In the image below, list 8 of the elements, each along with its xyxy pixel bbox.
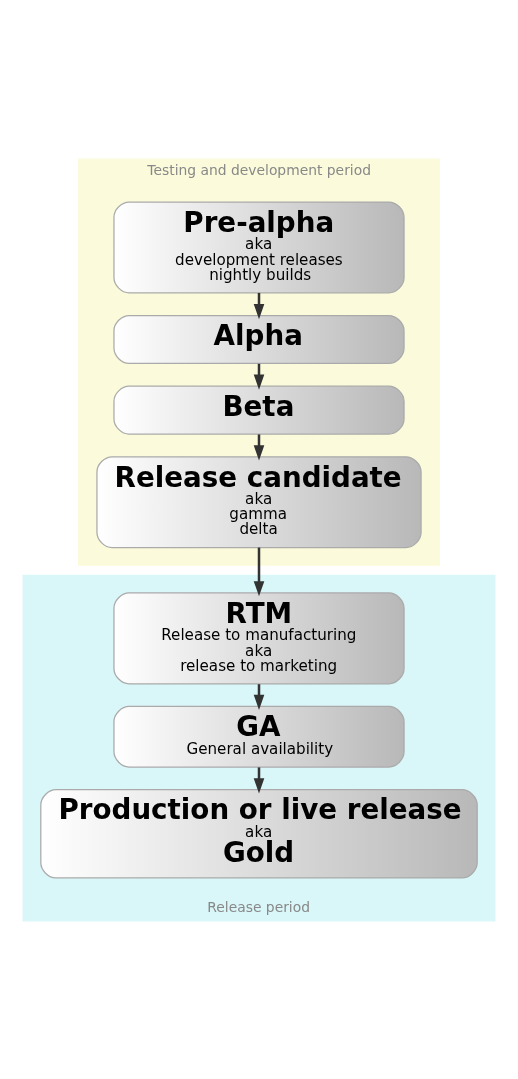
node-box: GA General availability: [113, 705, 405, 768]
node-box: RTM Release to manufacturing aka release to marketing: [113, 591, 405, 684]
node-box: Production or live release aka Gold: [40, 788, 478, 879]
node-box: Pre-alpha aka development releases nightly builds: [113, 200, 405, 293]
node-box: Alpha: [113, 314, 405, 364]
node-box: Beta: [113, 385, 405, 435]
arrow: [253, 547, 265, 596]
node-box: Release candidate aka gamma delta: [96, 455, 422, 548]
